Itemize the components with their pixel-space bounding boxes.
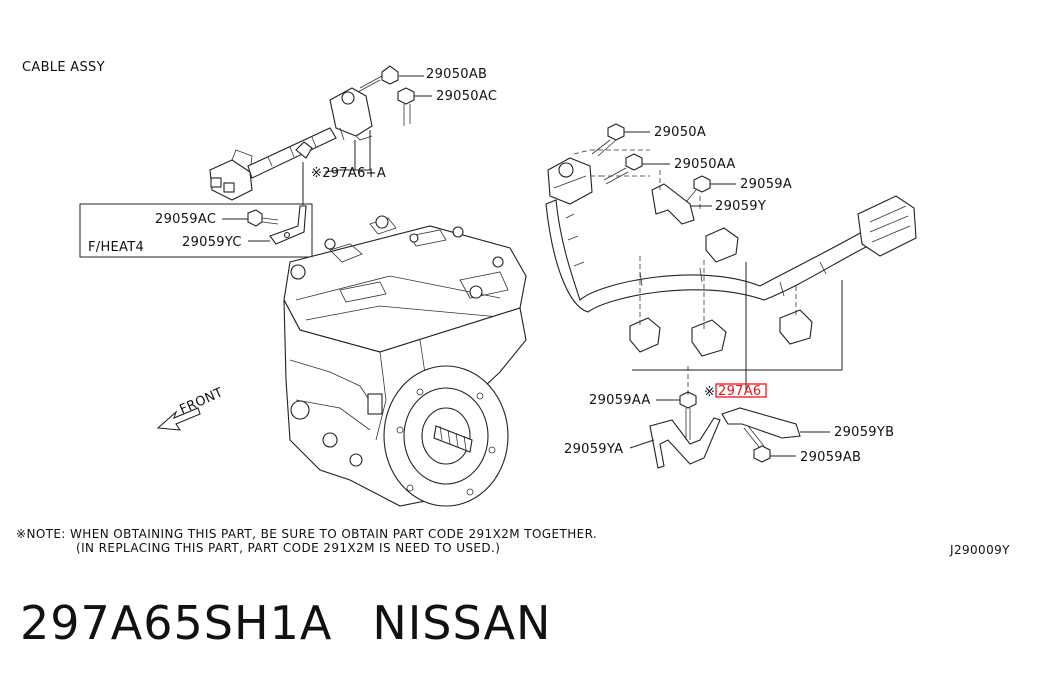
label-fheat4: F/HEAT4 [88,240,144,255]
front-arrow-icon [156,407,201,431]
fheat-box [79,203,313,258]
clip-4 [779,309,813,345]
product-title: 297A65SH1A NISSAN [20,596,551,650]
label-29059YC: 29059YC [182,235,242,250]
note-line-2: (IN REPLACING THIS PART, PART CODE 291X2… [76,541,500,555]
bolt-29050A [591,123,625,157]
label-29059AC: 29059AC [155,212,216,227]
right-cable-assembly [545,123,917,469]
motor-assembly [283,215,527,507]
label-297A6-plus-A: ※297A6+A [311,166,386,181]
clip-3 [691,319,727,357]
label-29050AA: 29050AA [674,157,736,172]
highlight-297A6 [715,383,767,398]
drawing-code: J290009Y [949,543,1010,557]
diagram-heading: CABLE ASSY [22,60,105,75]
label-29059YB: 29059YB [834,425,894,440]
bolt-29050AB [357,65,399,93]
bracket-29059Y [651,183,695,225]
bracket-29059YB [721,407,801,439]
label-29059A: 29059A [740,177,792,192]
left-connector [209,149,253,201]
bolt-29050AA [603,153,643,185]
label-front: FRONT [178,385,226,417]
label-297A6: 297A6 [718,384,761,399]
part-number: 297A65SH1A [20,596,333,650]
label-29059AA: 29059AA [589,393,651,408]
label-29050AC: 29050AC [436,89,497,104]
label-29059YA: 29059YA [564,442,623,457]
note-line-1: ※NOTE: WHEN OBTAINING THIS PART, BE SURE… [16,527,597,541]
brand-name: NISSAN [372,596,552,650]
label-29059Y: 29059Y [715,199,766,214]
bolt-29059AC [247,209,279,227]
label-29050A: 29050A [654,125,706,140]
bracket-29059YC [269,205,307,245]
bolt-29050AC [397,87,415,126]
label-29059AB: 29059AB [800,450,861,465]
bolt-29059AA [679,391,697,440]
clip-2 [629,317,661,353]
bolt-29059A [685,175,711,203]
upper-left-cable-assembly [209,65,415,201]
bolt-29059AB [743,425,771,463]
label-297A6-mark: ※ [704,385,715,400]
bracket-29059YA [649,417,721,469]
label-29050AB: 29050AB [426,67,487,82]
clip-1 [705,227,739,263]
